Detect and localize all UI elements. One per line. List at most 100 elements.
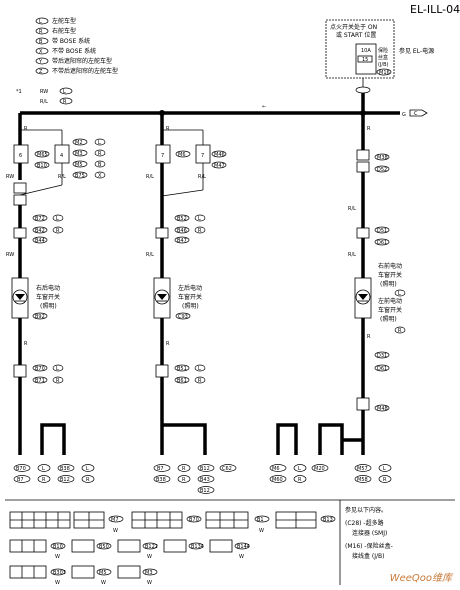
svg-text:带 BOSE 系统: 带 BOSE 系统 xyxy=(52,37,90,45)
svg-text:R: R xyxy=(24,126,28,132)
svg-text:M16: M16 xyxy=(379,70,390,76)
svg-text:R: R xyxy=(198,228,202,234)
svg-text:6: 6 xyxy=(19,153,22,159)
svg-text:参见 EL-电源: 参见 EL-电源 xyxy=(399,47,434,55)
svg-text:R: R xyxy=(298,477,302,483)
svg-text:10A: 10A xyxy=(361,48,371,54)
svg-text:L: L xyxy=(39,19,42,25)
svg-text:L: L xyxy=(42,466,45,472)
svg-text:L: L xyxy=(56,216,59,222)
svg-text:B10: B10 xyxy=(37,163,47,169)
svg-text:L: L xyxy=(398,291,401,297)
svg-text:(照明): (照明) xyxy=(182,303,199,310)
svg-text:R/L: R/L xyxy=(198,174,206,180)
bus-label: G xyxy=(402,112,406,118)
svg-text:B72: B72 xyxy=(35,216,45,222)
svg-text:X: X xyxy=(98,173,102,179)
svg-text:不带后遮阳帘的左舵车型: 不带后遮阳帘的左舵车型 xyxy=(52,67,118,75)
svg-text:车窗开关: 车窗开关 xyxy=(378,306,402,314)
svg-text:M38: M38 xyxy=(377,155,388,161)
svg-text:RW: RW xyxy=(6,252,14,258)
svg-text:(J/B): (J/B) xyxy=(378,62,389,68)
svg-text:R: R xyxy=(63,99,67,105)
svg-text:L: L xyxy=(56,366,59,372)
svg-text:R/L: R/L xyxy=(146,252,154,258)
svg-text:B134: B134 xyxy=(191,544,204,550)
svg-text:(照明): (照明) xyxy=(40,303,57,310)
svg-text:R: R xyxy=(198,378,202,384)
svg-text:M60: M60 xyxy=(272,477,283,483)
svg-text:R: R xyxy=(166,126,170,132)
svg-text:右前电动: 右前电动 xyxy=(378,262,402,270)
svg-text:R: R xyxy=(367,126,371,132)
svg-text:D51: D51 xyxy=(377,228,387,234)
svg-text:M58: M58 xyxy=(357,477,368,483)
svg-text:R: R xyxy=(166,341,170,347)
svg-text:C: C xyxy=(414,111,418,117)
footer-connector-faces: M7 W B70 B1 W B13 B10 W B50 B122 W B134 … xyxy=(9,511,336,586)
svg-text:R: R xyxy=(24,341,28,347)
svg-text:7: 7 xyxy=(161,153,164,159)
svg-text:B: B xyxy=(39,39,43,45)
svg-text:B75: B75 xyxy=(75,173,85,179)
svg-text:B12: B12 xyxy=(200,488,210,494)
svg-text:M47: M47 xyxy=(214,163,225,169)
svg-text:L: L xyxy=(383,466,386,472)
svg-text:B12: B12 xyxy=(60,477,70,483)
svg-text:D31: D31 xyxy=(377,353,387,359)
svg-text:M3: M3 xyxy=(145,570,153,576)
left-branch: R 6 4 M65 B10 M2 M3 M5 B75 L R B X RW R/… xyxy=(6,113,106,455)
right-branch: R M38 D52 R/L D51 D61 R/L 右前电动 车窗开关 (照明)… xyxy=(276,113,406,455)
svg-text:丝盒: 丝盒 xyxy=(378,54,388,61)
svg-text:B61: B61 xyxy=(177,378,187,384)
svg-text:M5: M5 xyxy=(75,162,83,168)
svg-text:R: R xyxy=(182,466,186,472)
svg-text:B42: B42 xyxy=(35,228,45,234)
svg-text:B13: B13 xyxy=(323,517,333,523)
svg-text:左舵车型: 左舵车型 xyxy=(52,17,76,25)
legend-item: Y 带后遮阳帘的左舵车型 xyxy=(35,57,112,65)
svg-text:不带 BOSE 系统: 不带 BOSE 系统 xyxy=(52,47,96,55)
svg-text:L: L xyxy=(86,466,89,472)
svg-text:RW: RW xyxy=(6,174,14,180)
legend-item: L 左舵车型 xyxy=(35,17,76,25)
svg-text:B70: B70 xyxy=(16,466,26,472)
svg-text:R: R xyxy=(182,477,186,483)
svg-text:L: L xyxy=(63,89,66,95)
svg-text:(M16) -保险丝盒-: (M16) -保险丝盒- xyxy=(345,542,393,550)
svg-text:M7: M7 xyxy=(111,517,119,523)
svg-text:车窗开关: 车窗开关 xyxy=(36,293,60,301)
svg-text:接线盒 (J/B): 接线盒 (J/B) xyxy=(352,552,385,560)
svg-text:B52: B52 xyxy=(177,216,187,222)
svg-text:R/L: R/L xyxy=(40,99,48,105)
svg-text:R: R xyxy=(86,477,90,483)
svg-text:B71: B71 xyxy=(35,378,45,384)
svg-text:(C28) -超多路: (C28) -超多路 xyxy=(345,519,384,527)
svg-text:带后遮阳帘的左舵车型: 带后遮阳帘的左舵车型 xyxy=(52,57,112,65)
svg-text:W: W xyxy=(239,554,244,560)
legend-item: R 右舵车型 xyxy=(35,27,76,35)
svg-text:L: L xyxy=(298,466,301,472)
ignition-fuse-block: 点火开关处于 ON 或 START 位置 10A 15 保险 丝盒 (J/B) … xyxy=(325,19,434,94)
svg-text:R/L: R/L xyxy=(348,206,356,212)
svg-text:W: W xyxy=(55,554,60,560)
svg-text:M3: M3 xyxy=(75,151,83,157)
svg-text:参见以下内容。: 参见以下内容。 xyxy=(345,506,387,514)
svg-text:R/L: R/L xyxy=(348,252,356,258)
svg-text:B7: B7 xyxy=(17,477,24,483)
watermark: WeeQoo维库 xyxy=(389,573,452,584)
svg-text:右后电动: 右后电动 xyxy=(36,284,60,292)
svg-text:B46: B46 xyxy=(177,228,187,234)
svg-text:R: R xyxy=(56,378,60,384)
svg-text:B10: B10 xyxy=(53,544,63,550)
svg-text:B1: B1 xyxy=(257,517,264,523)
svg-text:Z: Z xyxy=(39,69,43,75)
middle-branch: R 7 7 M6 M46 M47 R/L R/L B52 L B46 B47 R… xyxy=(146,113,227,455)
svg-text:B122: B122 xyxy=(145,544,158,550)
svg-text:B47: B47 xyxy=(177,238,187,244)
svg-text:B7: B7 xyxy=(157,466,164,472)
svg-text:M65: M65 xyxy=(37,152,48,158)
legend-note-marker: *1 xyxy=(16,89,22,95)
svg-text:RW: RW xyxy=(40,89,48,95)
